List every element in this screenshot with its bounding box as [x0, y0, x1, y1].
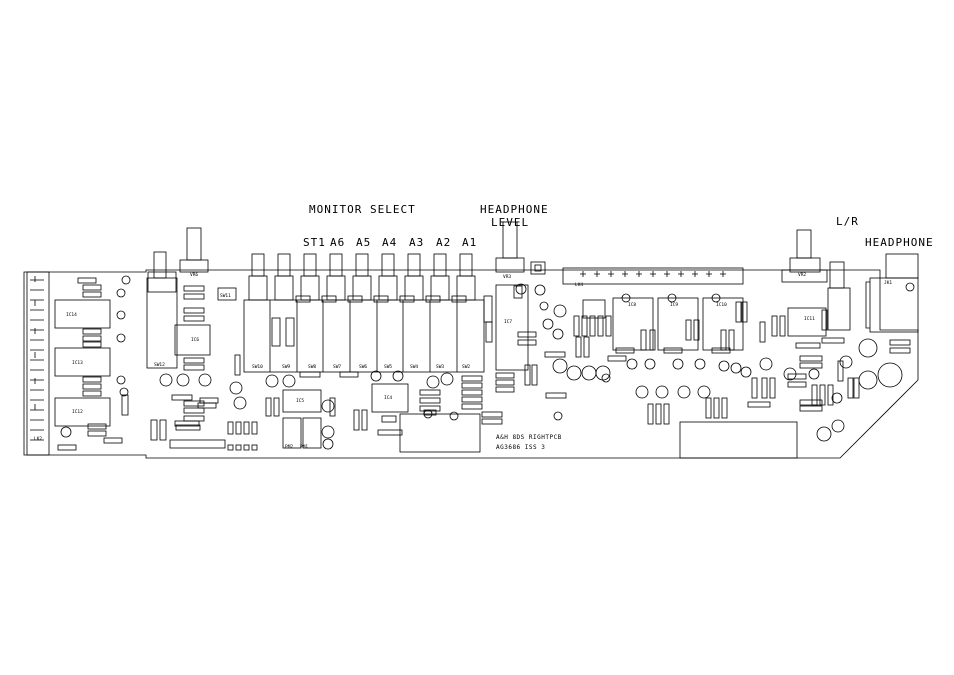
svg-text:IC5: IC5: [296, 398, 304, 404]
switch-bank-pads: [295, 295, 467, 303]
ic7-body: [495, 284, 529, 371]
svg-text:SW11: SW11: [220, 293, 231, 299]
headphone-label: HEADPHONE: [865, 236, 934, 249]
ic5-body: [282, 389, 322, 413]
right-capacitors: [730, 338, 903, 442]
svg-text:VR2: VR2: [798, 272, 806, 278]
svg-text:SW5: SW5: [384, 364, 392, 370]
mid-left-resistors: [150, 285, 241, 441]
bottom-right-box: [679, 421, 798, 459]
switch-plungers: [248, 253, 476, 301]
svg-text:IC7: IC7: [504, 319, 512, 325]
lk-bottom: [169, 439, 226, 449]
right-mid-capacitors: [601, 293, 730, 399]
headphone-level-label-line1: HEADPHONE: [480, 203, 549, 216]
switch-label-a1: A1: [462, 236, 478, 249]
switch-label-a5: A5: [356, 236, 372, 249]
svg-text:JK1: JK1: [884, 280, 892, 286]
svg-text:SW3: SW3: [436, 364, 444, 370]
vr6-shaft: [186, 227, 202, 261]
lk4-body: [562, 267, 744, 285]
board-issue: AG3686 ISS 3: [496, 444, 546, 451]
board-name: A&H 8DS RIGHTPCB: [496, 434, 562, 441]
switch-label-st1: ST1: [303, 236, 326, 249]
svg-text:SW2: SW2: [462, 364, 470, 370]
svg-text:IC14: IC14: [66, 312, 77, 318]
svg-text:IC6: IC6: [191, 337, 199, 343]
svg-text:LK4: LK4: [575, 282, 583, 288]
ic3-body: [399, 413, 481, 453]
svg-text:PM2: PM2: [285, 444, 293, 450]
mid-left-transistors: [159, 373, 247, 410]
right-resistors: [747, 309, 911, 412]
left-edge-connector: [26, 271, 50, 456]
svg-text:VR3: VR3: [503, 274, 511, 280]
bank-below-resistors: [265, 375, 503, 436]
lk4-pins: [580, 271, 726, 277]
lr-label: L/R: [836, 215, 859, 228]
svg-text:SW9: SW9: [282, 364, 290, 370]
svg-text:SW4: SW4: [410, 364, 418, 370]
svg-text:VR6: VR6: [190, 272, 198, 278]
right-mid-resistors: [573, 301, 748, 425]
left-resistors: [57, 277, 129, 451]
svg-text:IC9: IC9: [670, 302, 678, 308]
switch-label-a6: A6: [330, 236, 346, 249]
left-capacitors: [60, 275, 131, 438]
svg-text:SW10: SW10: [252, 364, 263, 370]
switch-label-a4: A4: [382, 236, 398, 249]
svg-text:SW8: SW8: [308, 364, 316, 370]
monitor-select-label: MONITOR SELECT: [309, 203, 416, 216]
bottom-small-pads: [227, 421, 258, 451]
svg-text:SW12: SW12: [154, 362, 165, 368]
ic6-body: [174, 324, 211, 356]
svg-text:SW6: SW6: [359, 364, 367, 370]
headphone-level-label-line2: LEVEL: [491, 216, 530, 229]
ic8-body: [612, 297, 654, 351]
vr6-body: [179, 259, 209, 273]
vr3-area-resistors: [495, 331, 567, 399]
board-outline: [23, 269, 919, 459]
sw11-body: [146, 277, 178, 369]
ic13-body: [54, 347, 111, 377]
vr2-shaft: [796, 229, 812, 259]
ic12-body: [54, 397, 111, 427]
switch-label-a2: A2: [436, 236, 452, 249]
svg-text:IC4: IC4: [384, 395, 392, 401]
switch-dividers: [269, 300, 458, 372]
svg-text:IC10: IC10: [716, 302, 727, 308]
ic14-body: [54, 299, 111, 329]
svg-text:SW7: SW7: [333, 364, 341, 370]
ic11-body: [787, 307, 827, 337]
left-connector-pins: [30, 276, 44, 441]
bank-below-capacitors: [265, 370, 459, 450]
ic4-body: [371, 383, 409, 413]
svg-text:PM1: PM1: [300, 444, 308, 450]
switch-label-a3: A3: [409, 236, 425, 249]
vr2-body: [789, 257, 821, 273]
jk1-sleeve: [885, 253, 919, 279]
svg-text:IC11: IC11: [804, 316, 815, 322]
ic9-body: [657, 297, 699, 351]
svg-text:IC8: IC8: [628, 302, 636, 308]
svg-text:IC13: IC13: [72, 360, 83, 366]
svg-text:LK2: LK2: [34, 436, 42, 442]
jk1-body: [869, 277, 919, 333]
svg-text:IC12: IC12: [72, 409, 83, 415]
vr3-body: [495, 257, 525, 273]
vr3-area-capacitors: [515, 283, 611, 421]
